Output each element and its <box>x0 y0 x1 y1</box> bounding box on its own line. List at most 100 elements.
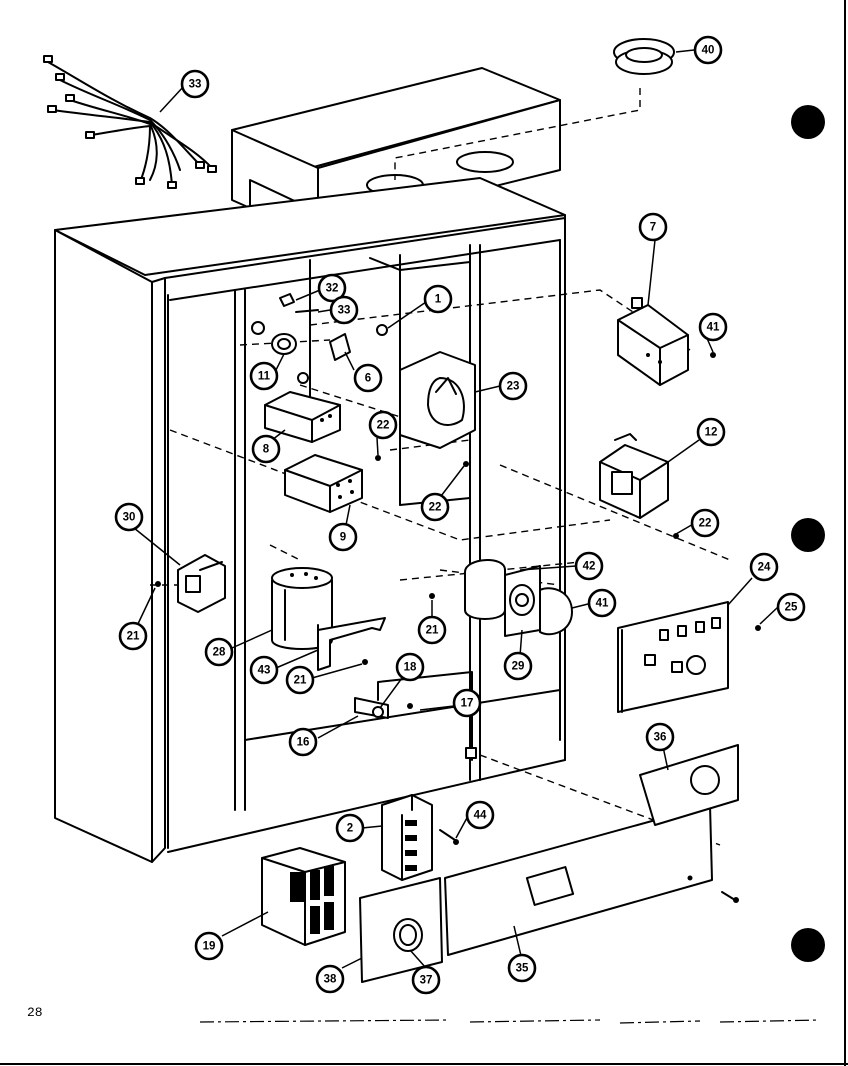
wiring-harness <box>43 55 217 189</box>
callout-circle <box>249 361 279 391</box>
access-panel-35-part <box>444 804 736 956</box>
callout-label: 32 <box>326 283 339 295</box>
grommet-11-part <box>251 321 309 384</box>
motor-assembly-part <box>464 559 573 637</box>
callout-19: 19 <box>194 931 224 961</box>
callout-circle <box>776 592 806 622</box>
terminal-block-2-part <box>381 794 456 881</box>
callout-circle <box>503 651 533 681</box>
callout-24: 24 <box>749 552 779 582</box>
switch-30-part <box>177 554 226 613</box>
callout-circle <box>328 522 358 552</box>
callout-label: 9 <box>340 532 346 544</box>
callout-circle <box>417 615 447 645</box>
callout-label: 7 <box>650 222 656 234</box>
callout-label: 30 <box>123 512 136 524</box>
callout-label: 2 <box>347 823 353 835</box>
callout-label: 12 <box>705 427 718 439</box>
callout-label: 44 <box>474 810 487 822</box>
callout-circle <box>693 35 723 65</box>
callout-36: 36 <box>645 722 675 752</box>
callout-label: 19 <box>203 941 216 953</box>
callout-label: 28 <box>213 647 226 659</box>
callout-circle <box>315 964 345 994</box>
callout-label: 22 <box>699 518 712 530</box>
callout-circle <box>698 312 728 342</box>
callout-9: 9 <box>328 522 358 552</box>
callout-label: 22 <box>429 502 442 514</box>
callout-38: 38 <box>315 964 345 994</box>
callout-37: 37 <box>411 965 441 995</box>
transformer-12-part <box>599 433 669 519</box>
control-board-24-part <box>617 601 729 713</box>
callout-label: 6 <box>365 373 371 385</box>
callout-circle <box>645 722 675 752</box>
callout-circle <box>465 800 495 830</box>
callout-32: 32 <box>317 273 347 303</box>
callout-22: 22 <box>690 508 720 538</box>
callout-label: 35 <box>516 963 529 975</box>
callout-30: 30 <box>114 502 144 532</box>
callout-label: 8 <box>263 444 270 456</box>
callout-circle <box>285 665 315 695</box>
scan-bottom-rule <box>199 1019 821 1024</box>
callout-22: 22 <box>420 492 450 522</box>
callout-label: 21 <box>426 625 439 637</box>
callout-label: 40 <box>702 45 715 57</box>
callout-label: 42 <box>583 561 596 573</box>
panel-36-part <box>639 744 739 826</box>
callout-circle <box>498 371 528 401</box>
screws <box>155 352 761 903</box>
callout-23: 23 <box>498 371 528 401</box>
callout-label: 37 <box>420 975 433 987</box>
cabinet-housing <box>54 67 566 863</box>
transformer-23-part <box>399 351 476 449</box>
callout-label: 1 <box>435 294 442 306</box>
binder-hole-bottom <box>791 928 825 962</box>
callout-circle <box>587 588 617 618</box>
callout-label: 41 <box>596 598 609 610</box>
binder-hole-top <box>791 105 825 139</box>
callout-12: 12 <box>696 417 726 447</box>
hole-plug-part <box>613 38 675 75</box>
callout-label: 11 <box>258 371 271 383</box>
callout-label: 22 <box>377 420 390 432</box>
callout-label: 25 <box>785 602 798 614</box>
binder-hole-middle <box>791 518 825 552</box>
callout-label: 36 <box>654 732 667 744</box>
callout-circle <box>118 621 148 651</box>
callout-label: 33 <box>189 79 202 91</box>
callout-label: 24 <box>758 562 771 574</box>
callout-circle <box>114 502 144 532</box>
callout-41: 41 <box>587 588 617 618</box>
callout-label: 38 <box>324 974 337 986</box>
callout-circle <box>368 410 398 440</box>
callout-43: 43 <box>249 655 279 685</box>
callout-11: 11 <box>249 361 279 391</box>
callout-label: 21 <box>127 631 140 643</box>
callout-17: 17 <box>452 688 482 718</box>
callout-21: 21 <box>118 621 148 651</box>
callout-29: 29 <box>503 651 533 681</box>
callout-circle <box>288 727 318 757</box>
callout-42: 42 <box>574 551 604 581</box>
callout-circle <box>251 434 281 464</box>
callout-circle <box>317 273 347 303</box>
callout-33: 33 <box>329 295 359 325</box>
callout-label: 23 <box>507 381 520 393</box>
callout-18: 18 <box>395 652 425 682</box>
callout-label: 18 <box>404 662 417 674</box>
callout-label: 33 <box>338 305 351 317</box>
callout-circle <box>638 212 668 242</box>
relay-7-part <box>617 297 689 386</box>
callout-circle <box>423 284 453 314</box>
callout-16: 16 <box>288 727 318 757</box>
callout-circle <box>204 637 234 667</box>
callout-circle <box>329 295 359 325</box>
contactor-19-part <box>261 847 346 946</box>
callout-28: 28 <box>204 637 234 667</box>
callout-label: 29 <box>512 661 525 673</box>
